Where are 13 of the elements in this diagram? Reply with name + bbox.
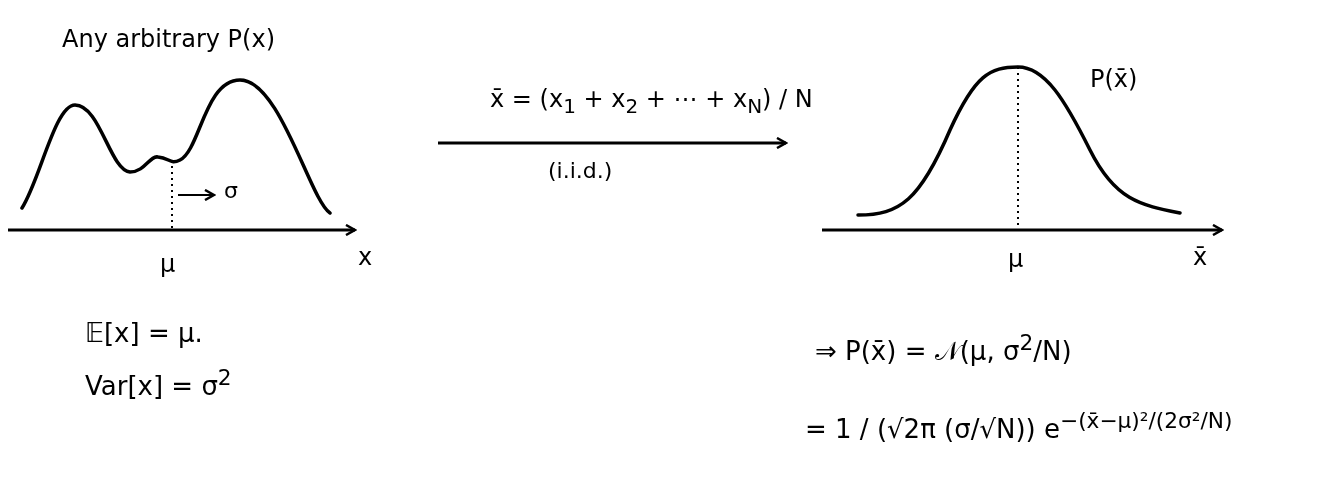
- equation: 𝔼[x] = μ.: [85, 318, 203, 348]
- equation: ⇒ P(x̄) = 𝒩(μ, σ$^{2}$/N): [815, 330, 1072, 367]
- condition-note: (i.i.d.): [548, 158, 613, 183]
- arrow: [438, 136, 788, 150]
- axis-label: x̄: [1193, 243, 1208, 271]
- tick-label: μ: [1008, 245, 1024, 273]
- equation: = 1 / (√2π (σ/√N)) e$^{−(x̄−μ)²/(2σ²/N)}$: [805, 408, 1233, 444]
- equation: Var[x] = σ$^{2}$: [85, 365, 232, 401]
- plot-title: P(x̄): [1090, 65, 1138, 93]
- tick-label: μ: [160, 250, 176, 278]
- plot-title: Any arbitrary P(x): [62, 25, 276, 53]
- sigma-label: σ: [224, 178, 238, 203]
- axis-label: x: [358, 243, 373, 271]
